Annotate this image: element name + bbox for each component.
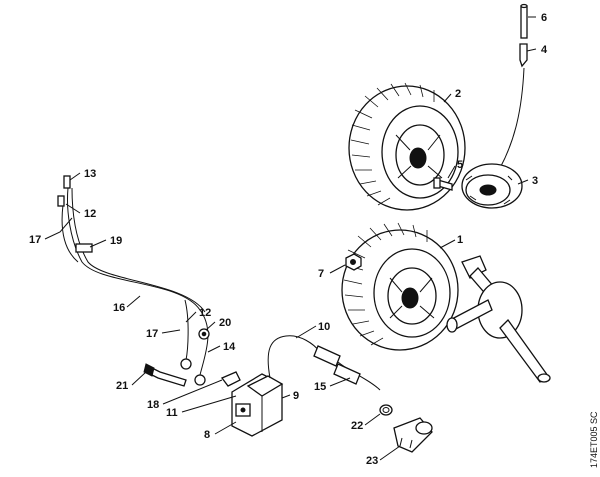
callout-21: 21: [116, 380, 128, 392]
callout-22: 22: [351, 420, 363, 432]
callout-8: 8: [204, 429, 210, 441]
callout-2: 2: [455, 88, 461, 100]
part-4-key: [519, 43, 528, 68]
callout-20: 20: [219, 317, 231, 329]
callout-12-lower: 12: [199, 307, 211, 319]
callout-labels: 6 4 2 3 5 1 7 13 12 17 19 16 12 17 20 14…: [29, 12, 548, 467]
part-2-flywheel: [348, 82, 466, 211]
part-21-screw: [143, 363, 187, 387]
part-10-sleeve: [313, 345, 341, 367]
callout-13: 13: [84, 168, 96, 180]
callout-16: 16: [113, 302, 125, 314]
leader-lines: [44, 16, 537, 461]
callout-19: 19: [110, 235, 122, 247]
callout-5: 5: [457, 159, 463, 171]
callout-4: 4: [541, 44, 548, 56]
callout-10: 10: [318, 321, 330, 333]
drawing-code: 174ET005 SC: [589, 411, 599, 468]
ground-wire-part-3: [499, 67, 525, 169]
part-7-nut: [345, 253, 362, 271]
callout-12-upper: 12: [84, 208, 96, 220]
callout-7: 7: [318, 268, 324, 280]
callout-15: 15: [314, 381, 326, 393]
part-3-ring: [461, 163, 523, 209]
callout-17-upper: 17: [29, 234, 41, 246]
callout-17-lower: 17: [146, 328, 158, 340]
callout-11: 11: [166, 407, 178, 419]
part-18-clip: [220, 371, 241, 387]
crankshaft: [446, 255, 551, 383]
part-6-pin: [520, 3, 528, 39]
part-20-washer: [198, 328, 210, 340]
callout-9: 9: [293, 390, 299, 402]
part-5-screw: [433, 177, 453, 191]
part-22-spring: [379, 404, 393, 416]
callout-6: 6: [541, 12, 547, 24]
part-15-sleeve: [333, 363, 361, 385]
callout-14: 14: [223, 341, 236, 353]
part-1-flywheel: [341, 222, 459, 351]
callout-23: 23: [366, 455, 378, 467]
ht-lead-part-10: [267, 335, 321, 379]
callout-18: 18: [147, 399, 159, 411]
wire-harness-part-16: [57, 175, 209, 386]
callout-3: 3: [532, 175, 538, 187]
callout-1: 1: [457, 234, 463, 246]
part-23-spark-plug-boot: [393, 417, 433, 453]
part-9-ignition-module: [231, 373, 284, 437]
